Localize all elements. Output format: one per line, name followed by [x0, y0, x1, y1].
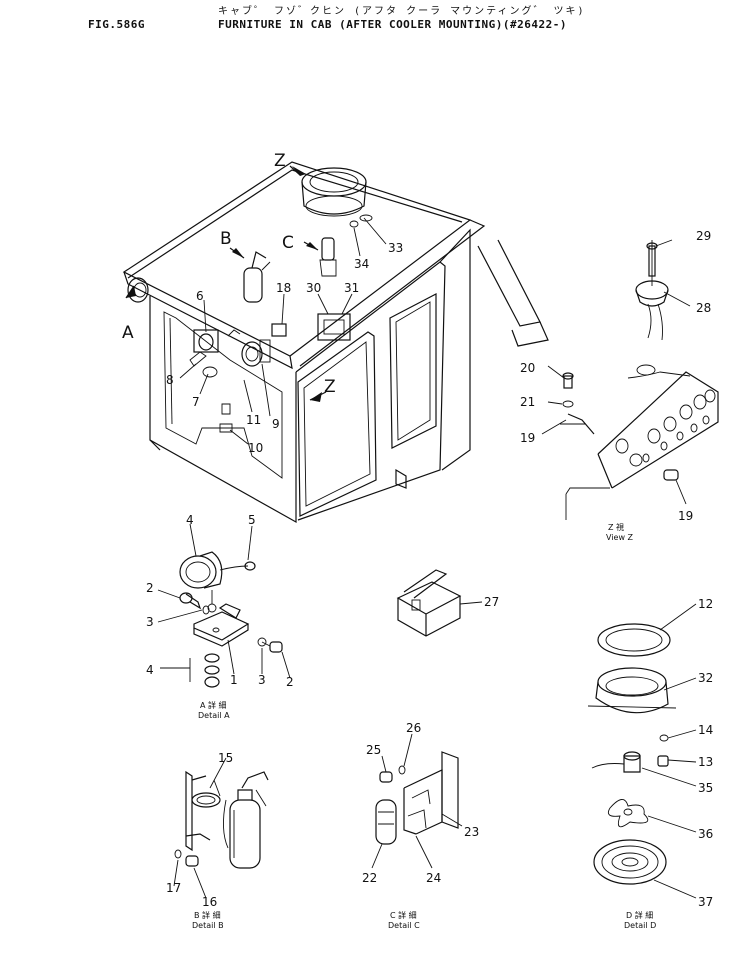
callout-a-4b: 4 [146, 663, 154, 677]
detail-b-label-jp: B 詳 細 [194, 910, 221, 920]
callout-33: 33 [388, 241, 403, 255]
callout-a-5: 5 [248, 513, 256, 527]
callout-c-26: 26 [406, 721, 421, 735]
storage-box [396, 569, 483, 637]
callout-21: 21 [520, 395, 535, 409]
callout-d-14: 14 [698, 723, 713, 737]
callout-b-17: 17 [166, 881, 181, 895]
cup-holder [319, 237, 337, 277]
callout-9: 9 [272, 417, 280, 431]
view-z-label-jp: Z 視 [608, 523, 624, 532]
callout-c-24: 24 [426, 871, 441, 885]
callout-b-16: 16 [202, 895, 217, 909]
callout-18: 18 [276, 281, 291, 295]
callout-c-23: 23 [464, 825, 479, 839]
callout-d-12: 12 [698, 597, 713, 611]
callout-19b: 19 [678, 509, 693, 523]
detail-a-label-en: Detail A [198, 711, 230, 720]
callout-11: 11 [246, 413, 261, 427]
view-z-label-en: View Z [606, 533, 634, 542]
callout-6: 6 [196, 289, 204, 303]
callout-c-22: 22 [362, 871, 377, 885]
detail-c-label-en: Detail C [388, 921, 420, 930]
callout-30: 30 [306, 281, 321, 295]
view-letter-z: Z [324, 377, 336, 397]
callout-a-3b: 3 [258, 673, 266, 687]
callout-d-37: 37 [698, 895, 713, 909]
callout-7: 7 [192, 395, 200, 409]
cab-body [122, 161, 549, 524]
detail-d-drawing [587, 603, 697, 899]
callout-20: 20 [520, 361, 535, 375]
view-arrows [125, 165, 327, 402]
detail-b-label-en: Detail B [192, 921, 224, 930]
detail-c-label-jp: C 詳 細 [390, 910, 417, 920]
callout-d-13: 13 [698, 755, 713, 769]
callout-31: 31 [344, 281, 359, 295]
detail-d-label-en: Detail D [624, 921, 656, 930]
callout-29: 29 [696, 229, 711, 243]
figure-number: FIG.586G [88, 18, 145, 31]
callout-d-35: 35 [698, 781, 713, 795]
title-japanese: キャブ゜ フゾ゛クヒン (アフタ クーラ マウンティング゛ ツキ) [218, 6, 586, 17]
title-english: FURNITURE IN CAB (AFTER COOLER MOUNTING)… [218, 18, 568, 31]
callout-27: 27 [484, 595, 499, 609]
callout-10: 10 [248, 441, 263, 455]
callout-a-2b: 2 [286, 675, 294, 689]
callout-a-4: 4 [186, 513, 194, 527]
callout-b-15: 15 [218, 751, 233, 765]
detail-b-drawing [173, 757, 269, 899]
view-z-drawing [541, 239, 719, 520]
callout-d-36: 36 [698, 827, 713, 841]
callout-d-32: 32 [698, 671, 713, 685]
callout-a-2: 2 [146, 581, 154, 595]
interior-parts [189, 313, 351, 433]
callout-19a: 19 [520, 431, 535, 445]
callout-34: 34 [354, 257, 369, 271]
view-letter-b: B [220, 229, 232, 249]
callout-8: 8 [166, 373, 174, 387]
detail-d-label-jp: D 詳 細 [626, 910, 653, 920]
view-letter-d: Z [274, 151, 286, 171]
view-letter-c: C [282, 233, 294, 253]
detail-a-label-jp: A 詳 細 [200, 700, 227, 710]
callout-a-3: 3 [146, 615, 154, 629]
view-letter-a: A [122, 323, 134, 343]
fire-extinguisher-main [243, 251, 271, 303]
roof-cooler-unit [301, 167, 373, 228]
callout-28: 28 [696, 301, 711, 315]
main-leaders [179, 217, 387, 445]
detail-a-drawing [157, 523, 291, 688]
detail-c-drawing [371, 733, 463, 869]
callout-c-25: 25 [366, 743, 381, 757]
callout-a-1: 1 [230, 673, 238, 687]
